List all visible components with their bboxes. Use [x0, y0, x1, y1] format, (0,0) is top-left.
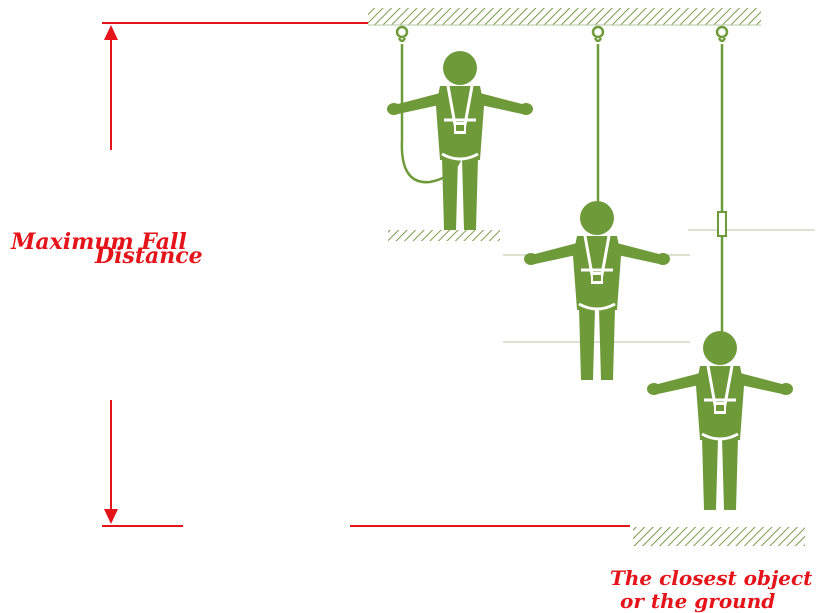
worker-harness-figure — [524, 201, 670, 380]
shock-absorber — [718, 212, 726, 236]
ground-hatch — [633, 527, 805, 546]
ground-label-line1: The closest object — [610, 566, 812, 590]
worker-harness-figure — [387, 51, 533, 230]
arrow-up-head — [104, 25, 118, 40]
anchor-hook-icon — [717, 27, 727, 41]
worker-harness-figure — [647, 331, 793, 510]
anchor-hook-icon — [593, 27, 603, 41]
ground-label-line2: or the ground — [620, 589, 775, 613]
ceiling-anchor-hatch — [368, 8, 761, 25]
anchor-hook-icon — [397, 27, 407, 41]
max-fall-label-line2: Distance — [95, 243, 203, 269]
ledge-hatch — [388, 230, 500, 241]
arrow-down-head — [104, 509, 118, 524]
